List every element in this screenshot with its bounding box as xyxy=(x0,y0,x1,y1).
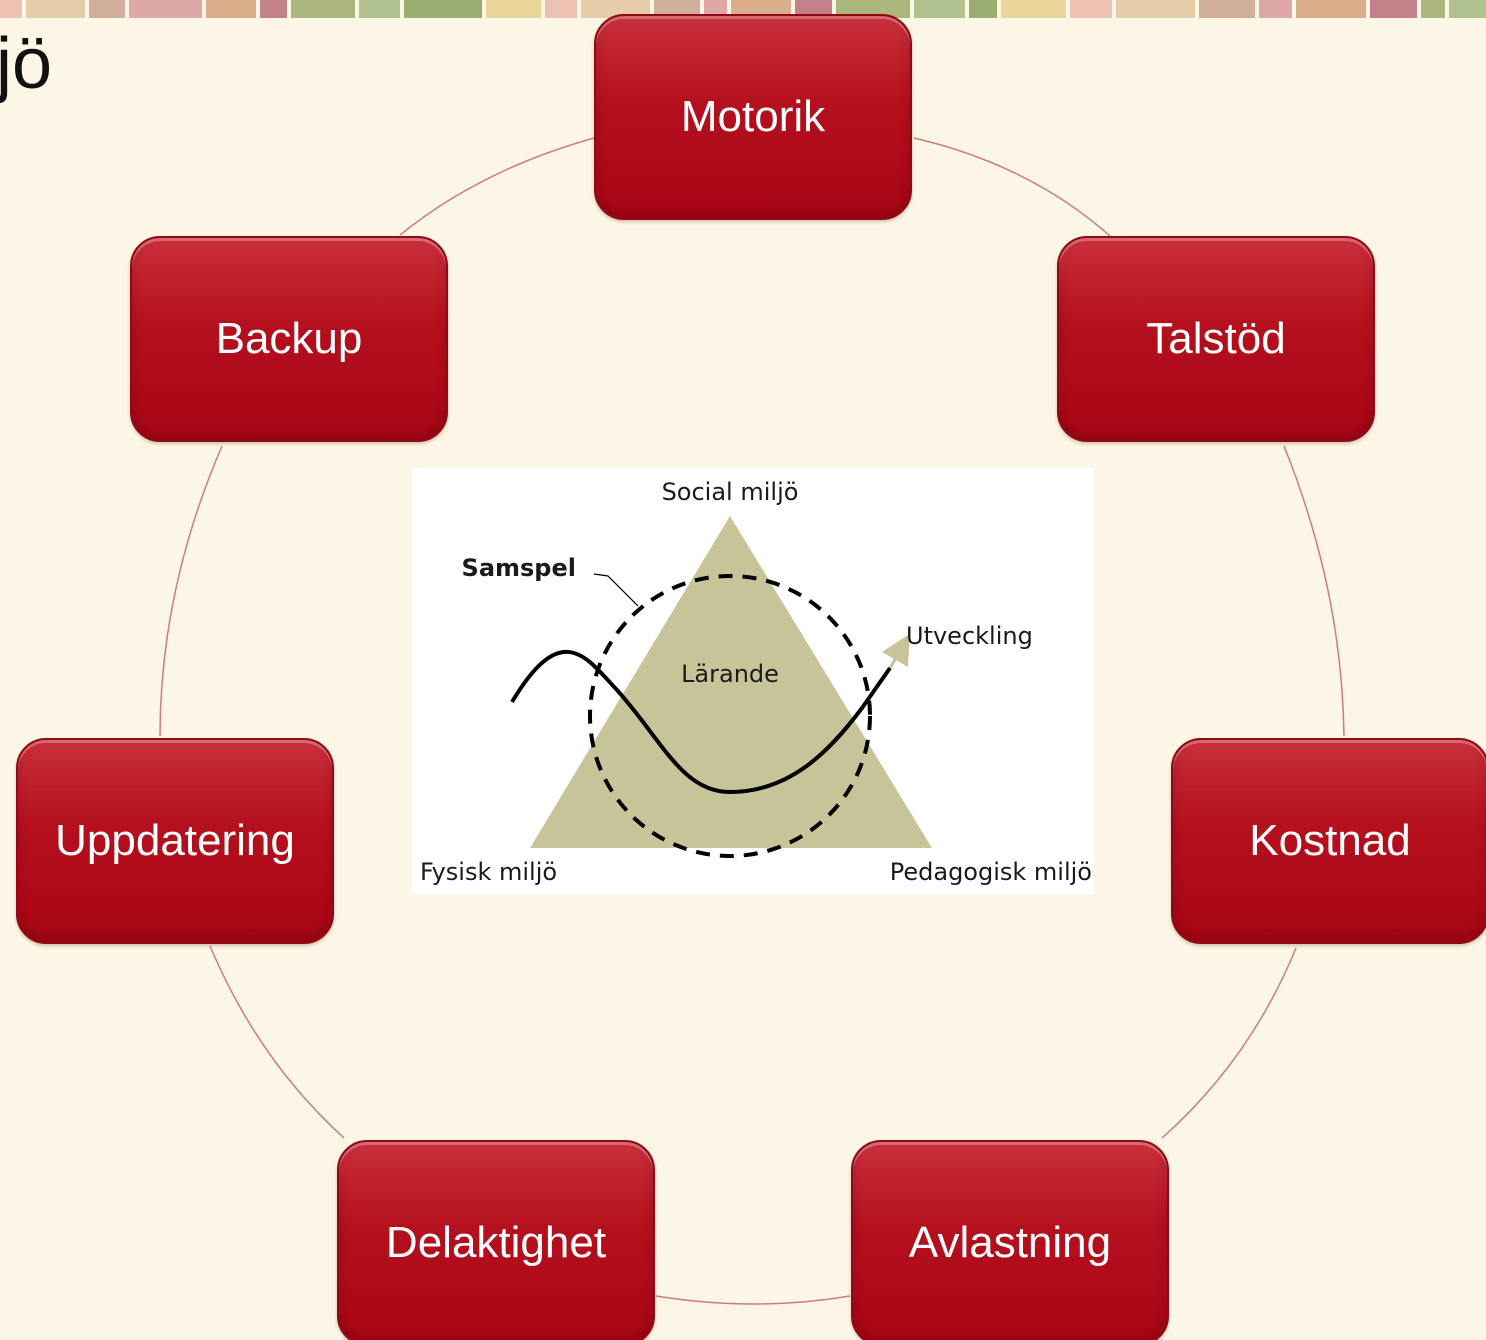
learning-environment-figure: Social miljö Samspel Utveckling Lärande … xyxy=(412,468,1094,894)
label-larande: Lärande xyxy=(681,660,779,688)
banner-tile xyxy=(260,0,287,18)
banner-tile xyxy=(291,0,355,18)
label-fysisk-miljo: Fysisk miljö xyxy=(420,858,557,886)
decorative-image-banner xyxy=(0,0,1486,18)
node-label: Backup xyxy=(215,314,363,363)
banner-tile xyxy=(654,0,700,18)
banner-tile xyxy=(836,0,910,18)
node-talstod: Talstöd xyxy=(1057,236,1375,442)
node-label: Motorik xyxy=(680,92,826,141)
banner-tile xyxy=(206,0,256,18)
node-backup: Backup xyxy=(130,236,448,442)
connector-talstod-kostnad xyxy=(1283,445,1345,737)
banner-tile xyxy=(1199,0,1255,18)
banner-tile xyxy=(969,0,997,18)
node-label: Uppdatering xyxy=(55,816,295,865)
connector-avlastning-delaktighet xyxy=(655,1295,851,1305)
connector-uppdatering-backup xyxy=(159,445,223,737)
label-social-miljo: Social miljö xyxy=(662,478,799,506)
banner-tile xyxy=(704,0,727,18)
banner-tile xyxy=(1259,0,1292,18)
banner-tile xyxy=(795,0,832,18)
label-utveckling: Utveckling xyxy=(906,622,1033,650)
label-pedagogisk-miljo: Pedagogisk miljö xyxy=(890,858,1092,886)
banner-tile xyxy=(404,0,482,18)
node-avlastning: Avlastning xyxy=(851,1140,1169,1340)
banner-tile xyxy=(1296,0,1366,18)
banner-tile xyxy=(1370,0,1417,18)
banner-tile xyxy=(731,0,791,18)
development-arrow xyxy=(881,633,911,669)
slide-title: jö xyxy=(0,24,53,104)
banner-tile xyxy=(0,0,22,18)
banner-tile xyxy=(1421,0,1445,18)
label-samspel: Samspel xyxy=(462,554,576,582)
banner-tile xyxy=(1449,0,1486,18)
node-label: Avlastning xyxy=(908,1218,1112,1267)
node-uppdatering: Uppdatering xyxy=(16,738,334,944)
banner-tile xyxy=(581,0,650,18)
node-kostnad: Kostnad xyxy=(1171,738,1486,944)
connector-delaktighet-uppdatering xyxy=(209,945,345,1139)
node-motorik: Motorik xyxy=(594,14,912,220)
banner-tile xyxy=(359,0,400,18)
banner-tile xyxy=(1001,0,1066,18)
connector-motorik-backup xyxy=(399,137,595,236)
banner-tile xyxy=(1116,0,1195,18)
samspel-circle xyxy=(588,574,872,858)
connector-kostnad-avlastning xyxy=(1161,947,1297,1139)
development-curve xyxy=(510,649,892,795)
samspel-pointer xyxy=(593,573,639,607)
banner-tile xyxy=(914,0,965,18)
banner-tile xyxy=(486,0,541,18)
banner-tile xyxy=(89,0,125,18)
banner-tile xyxy=(129,0,202,18)
node-label: Talstöd xyxy=(1146,314,1286,363)
connector-motorik-talstod xyxy=(913,137,1111,237)
banner-tile xyxy=(1070,0,1112,18)
environment-triangle xyxy=(530,516,932,848)
banner-tile xyxy=(26,0,85,18)
node-label: Kostnad xyxy=(1249,816,1411,865)
node-delaktighet: Delaktighet xyxy=(337,1140,655,1340)
banner-tile xyxy=(545,0,577,18)
node-label: Delaktighet xyxy=(385,1218,607,1267)
